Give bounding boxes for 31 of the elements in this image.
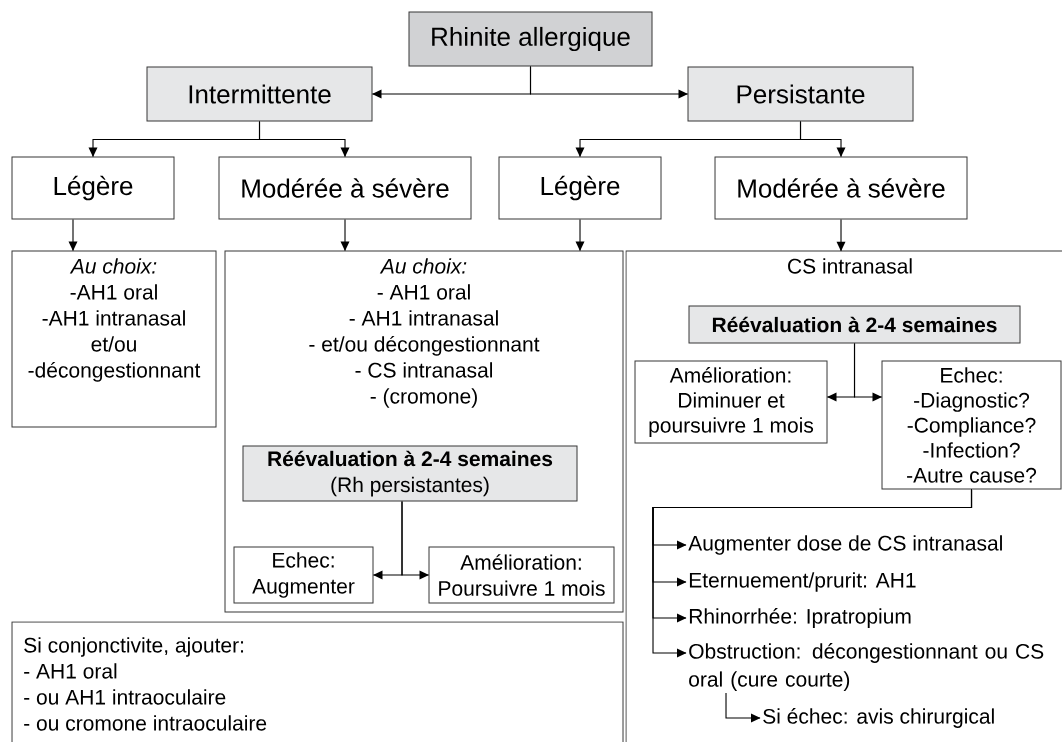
arrow (836, 218, 846, 252)
severity-box: Légère (498, 156, 662, 220)
arrow (401, 500, 430, 580)
severity-box: Légère (11, 156, 175, 220)
arrow (68, 218, 78, 252)
step-text: Rhinorrhée: Ipratropium (689, 608, 911, 628)
category-box: Persistante (687, 66, 914, 122)
severity-box: Modérée à sévère (714, 156, 968, 220)
category-box: Intermittente (146, 66, 373, 122)
note-box: Si conjonctivite, ajouter: - AH1 oral - ou AH1 intraoculaire - ou cromone intraoculaire (11, 621, 624, 742)
step-text: Augmenter dose de CS intranasal (688, 535, 1002, 555)
arrow (258, 120, 350, 158)
arrow (340, 218, 350, 252)
arrow (725, 692, 761, 723)
arrow (529, 65, 689, 99)
title-box: Rhinite allergique (408, 11, 653, 67)
arrow (853, 342, 883, 402)
arrow (799, 120, 846, 158)
arrow (652, 488, 973, 658)
outcome-box: Echec: Augmenter (233, 546, 374, 604)
outcome-box: Amélioration: Poursuivre 1 mois (428, 546, 615, 604)
outcome-box: Echec: -Diagnostic? -Compliance? -Infection? -Autre cause? (881, 360, 1062, 490)
outcome-box: Amélioration: Diminuer et poursuivre 1 mois (634, 360, 828, 444)
arrow (575, 218, 585, 252)
severity-box: Modérée à sévère (218, 156, 472, 220)
treatment-box: Au choix: -AH1 oral -AH1 intranasal et/ou -décongestionnant (11, 250, 217, 428)
step-text: Eternuement/prurit: AH1 (689, 572, 916, 592)
step-text: Si échec: avis chirurgical (763, 708, 994, 728)
step-text: Obstruction: décongestionnant ou CS oral (cure courte) (689, 643, 1044, 691)
reevaluation-box: Réévaluation à 2-4 semaines (Rh persistantes) (242, 445, 578, 502)
reevaluation-box: Réévaluation à 2-4 semaines (688, 305, 1021, 344)
